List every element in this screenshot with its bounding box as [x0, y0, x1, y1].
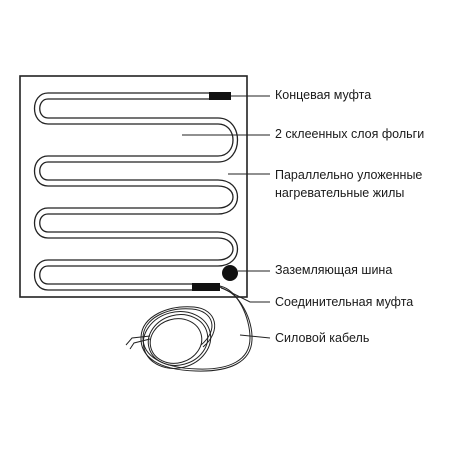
power-cable	[125, 285, 253, 372]
label-heating-cores-line2: нагревательные жилы	[275, 186, 405, 200]
label-end-coupling: Концевая муфта	[275, 88, 372, 102]
heating-cores	[34, 92, 239, 291]
label-power-cable: Силовой кабель	[275, 331, 370, 345]
label-foil-layers: 2 склеенных слоя фольги	[275, 127, 425, 141]
end-coupling	[209, 92, 231, 100]
label-heating-cores-line1: Параллельно уложенные	[275, 168, 423, 182]
ground-bus	[222, 265, 238, 281]
leader-lines	[182, 95, 271, 339]
foil-mat	[19, 75, 248, 298]
connector-coupling	[192, 283, 220, 291]
label-ground-bus: Заземляющая шина	[275, 263, 393, 277]
label-connector-coupling: Соединительная муфта	[275, 295, 414, 309]
